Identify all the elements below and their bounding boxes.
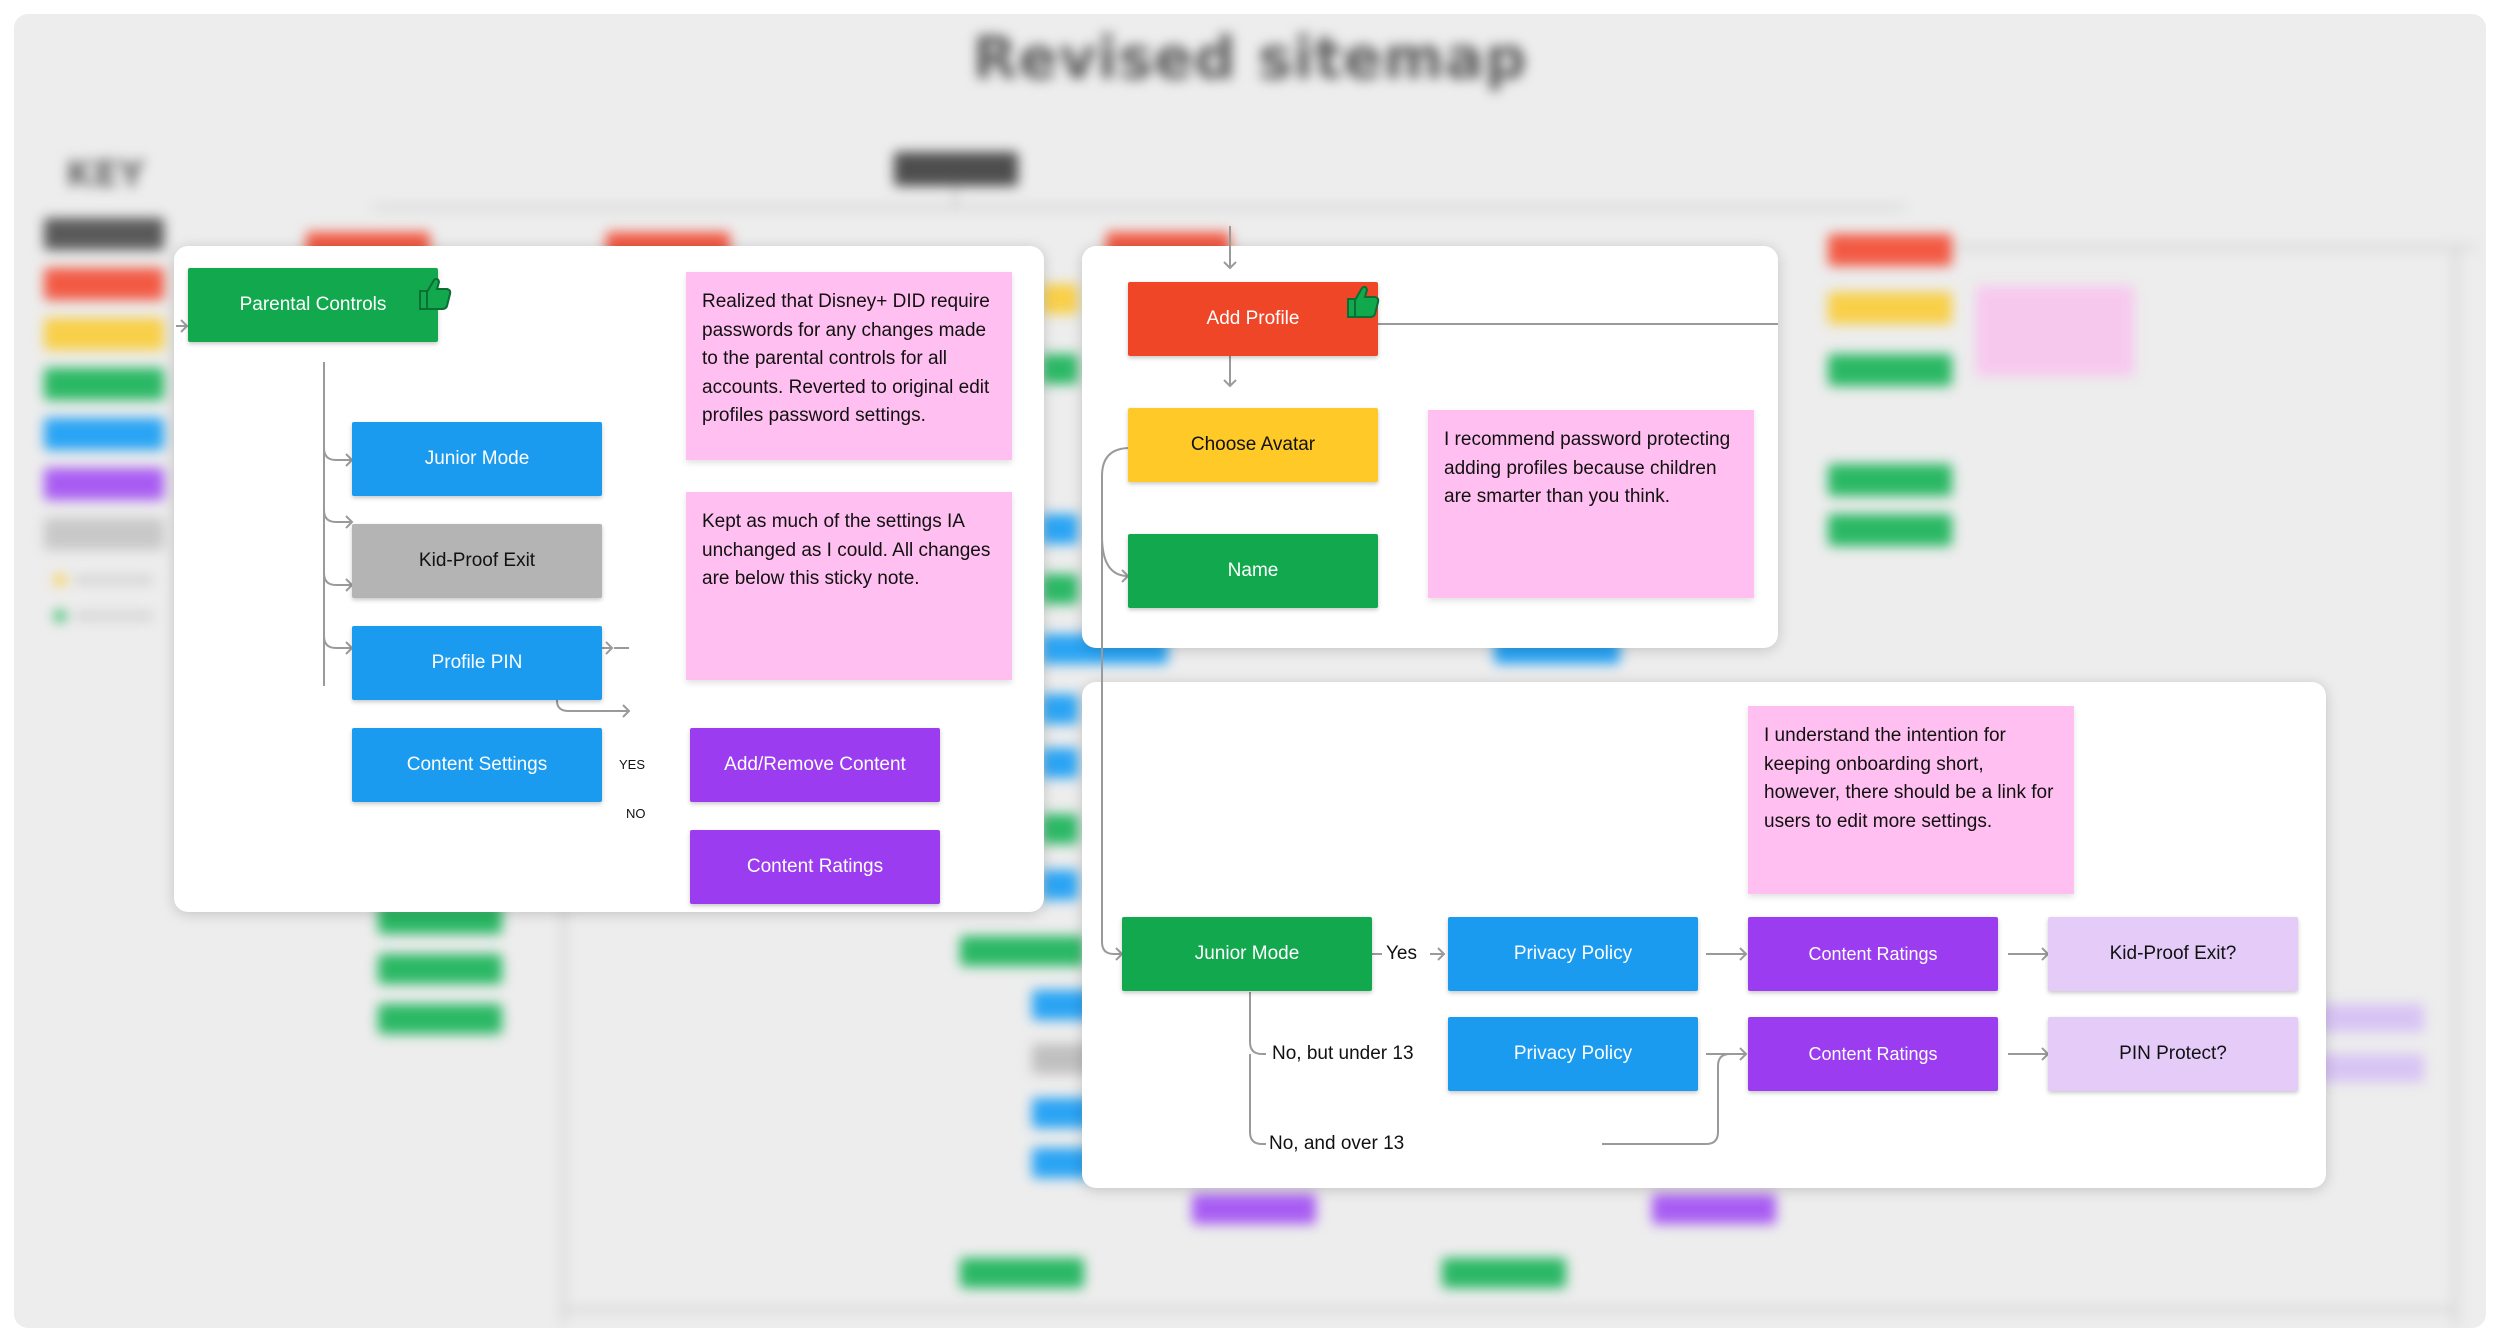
bg-connector	[374, 206, 1904, 209]
key-swatch	[44, 218, 164, 250]
add-remove-content-node[interactable]: Add/Remove Content	[690, 728, 940, 802]
key-text-placeholder	[74, 577, 154, 583]
add-profile-node[interactable]: Add Profile	[1128, 282, 1378, 356]
content-ratings-node-yes[interactable]: Content Ratings	[1748, 917, 1998, 991]
thumbs-up-icon	[1347, 285, 1380, 318]
sticky-note-onboarding-link[interactable]: I understand the intention for keeping o…	[1748, 706, 2074, 894]
key-swatch	[44, 368, 164, 400]
privacy-policy-node-yes[interactable]: Privacy Policy	[1448, 917, 1698, 991]
junior-mode-panel[interactable]: I understand the intention for keeping o…	[1082, 648, 2326, 1188]
bg-node	[1828, 464, 1952, 496]
kid-proof-exit-node[interactable]: Kid-Proof Exit	[352, 524, 602, 598]
bg-node	[1192, 1194, 1316, 1224]
bg-node	[378, 954, 502, 984]
page-title: Revised sitemap	[972, 24, 1528, 92]
whiteboard-canvas[interactable]: Revised sitemap KEY	[14, 14, 2486, 1328]
bg-node	[1828, 292, 1952, 324]
pin-protect-question-node[interactable]: PIN Protect?	[2048, 1017, 2298, 1091]
bg-node	[1042, 574, 1078, 604]
kid-proof-exit-question-node[interactable]: Kid-Proof Exit?	[2048, 917, 2298, 991]
content-ratings-node-under-13[interactable]: Content Ratings	[1748, 1017, 1998, 1091]
bg-root-node	[894, 152, 1018, 186]
bg-connector	[2454, 246, 2457, 1326]
bg-node	[1442, 1258, 1566, 1288]
bg-node	[378, 1004, 502, 1034]
junior-mode-node[interactable]: Junior Mode	[352, 422, 602, 496]
bg-connector	[562, 1308, 2456, 1311]
parental-controls-node[interactable]: Parental Controls	[188, 268, 438, 342]
bg-node	[1042, 354, 1078, 384]
thumbs-up-icon	[419, 277, 452, 310]
choose-avatar-node[interactable]: Choose Avatar	[1128, 408, 1378, 482]
add-profile-panel[interactable]: Add Profile Choose Avatar Name I recomme…	[1082, 226, 1778, 650]
key-swatch	[44, 518, 164, 550]
branch-over-13-label: No, and over 13	[1269, 1133, 1405, 1154]
key-swatch	[44, 468, 164, 500]
key-swatch	[44, 318, 164, 350]
bg-node	[1042, 694, 1078, 724]
key-swatch	[44, 268, 164, 300]
sticky-note-password-adding[interactable]: I recommend password protecting adding p…	[1428, 410, 1754, 598]
bg-sticky	[1976, 286, 2134, 376]
bg-connector	[954, 186, 957, 208]
profile-pin-node[interactable]: Profile PIN	[352, 626, 602, 700]
name-node[interactable]: Name	[1128, 534, 1378, 608]
content-ratings-node[interactable]: Content Ratings	[690, 830, 940, 904]
key-text-placeholder	[74, 613, 154, 619]
content-settings-node[interactable]: Content Settings	[352, 728, 602, 802]
privacy-policy-node-under-13[interactable]: Privacy Policy	[1448, 1017, 1698, 1091]
bg-node	[1828, 514, 1952, 546]
bg-connector	[1954, 246, 2474, 249]
key-dot	[54, 610, 66, 622]
bg-node	[1042, 814, 1078, 844]
yes-branch-label: YES	[619, 757, 646, 772]
bg-node	[1652, 1194, 1776, 1224]
bg-node	[1042, 514, 1078, 544]
bg-node	[2314, 1004, 2424, 1032]
key-dot	[54, 574, 66, 586]
sticky-note-settings-ia[interactable]: Kept as much of the settings IA unchange…	[686, 492, 1012, 680]
branch-yes-label: Yes	[1386, 943, 1417, 964]
no-branch-label: NO	[626, 806, 646, 821]
key-label: KEY	[66, 154, 145, 195]
bg-connector	[562, 644, 565, 1324]
bg-node	[960, 936, 1084, 966]
bg-node	[2314, 1054, 2424, 1082]
blurred-background-sitemap: Revised sitemap KEY	[14, 14, 2486, 1328]
key-swatch	[44, 418, 164, 450]
bg-node	[1042, 284, 1078, 314]
bg-node	[960, 1258, 1084, 1288]
branch-under-13-label: No, but under 13	[1272, 1043, 1414, 1064]
parental-controls-panel[interactable]: Parental Controls Junior Mode Kid-Proof …	[174, 246, 1044, 912]
bg-node	[1042, 870, 1078, 900]
sticky-note-password-revert[interactable]: Realized that Disney+ DID require passwo…	[686, 272, 1012, 460]
junior-mode-root-node[interactable]: Junior Mode	[1122, 917, 1372, 991]
bg-node	[1042, 748, 1078, 778]
bg-node	[1828, 354, 1952, 386]
bg-node	[1828, 234, 1952, 266]
